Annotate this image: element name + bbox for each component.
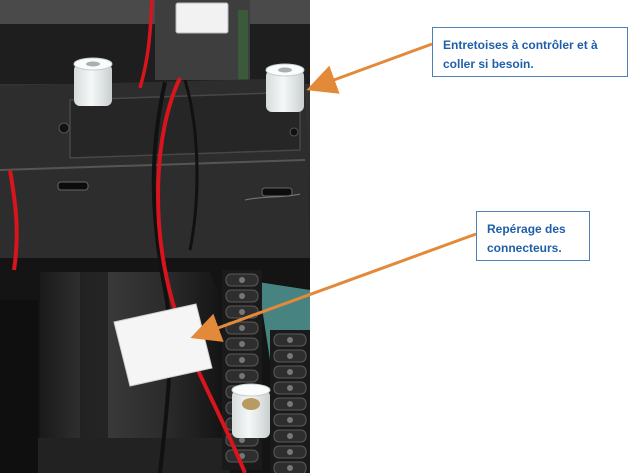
chain-pin: [239, 293, 245, 299]
chain-pin: [287, 337, 293, 343]
chain-pin: [239, 437, 245, 443]
chain-pin: [287, 465, 293, 471]
connector-marker-tag: [113, 303, 213, 387]
callout-spacers: Entretoises à contrôler et à coller si b…: [432, 27, 628, 77]
spacer-left: [73, 57, 113, 106]
slot-right: [261, 187, 293, 197]
top-connector: [175, 2, 229, 34]
chain-pin: [239, 373, 245, 379]
chassis-ridge: [69, 91, 301, 159]
red-wire-main: [156, 77, 247, 473]
arrow-spacers: [306, 42, 433, 94]
chain-pin: [287, 449, 293, 455]
chain-pin: [287, 417, 293, 423]
callout-connectors-line1: Repérage des: [487, 222, 566, 236]
screw-hole-left: [58, 122, 70, 134]
chain-pin: [287, 401, 293, 407]
chain-pin: [239, 357, 245, 363]
callout-spacers-line2: coller si besoin.: [443, 57, 534, 71]
chain-pin: [239, 309, 245, 315]
chain-pin: [239, 341, 245, 347]
callout-connectors-line2: connecteurs.: [487, 241, 562, 255]
chain-pin: [287, 385, 293, 391]
spacer-bottom: [231, 383, 271, 438]
red-wire-top: [138, 0, 154, 89]
black-wire-secondary: [183, 79, 199, 251]
callout-spacers-line1: Entretoises à contrôler et à: [443, 38, 598, 52]
slot-left: [57, 181, 89, 191]
spacer-right: [265, 63, 305, 112]
drum-base: [20, 438, 230, 473]
chain-pin: [239, 277, 245, 283]
scratch: [244, 193, 301, 201]
chain-pin: [287, 369, 293, 375]
arrow-connectors: [190, 232, 477, 342]
screw-hole-right: [289, 127, 299, 137]
chain-pin: [287, 353, 293, 359]
drum-rim: [80, 272, 108, 452]
black-wire-main: [151, 81, 172, 473]
red-wire-left: [8, 169, 19, 271]
chain-pin: [287, 433, 293, 439]
callout-connectors: Repérage des connecteurs.: [476, 211, 590, 261]
chain-pin: [239, 325, 245, 331]
upper-bracket-green-edge: [238, 10, 248, 80]
drum-side-left: [0, 300, 38, 473]
